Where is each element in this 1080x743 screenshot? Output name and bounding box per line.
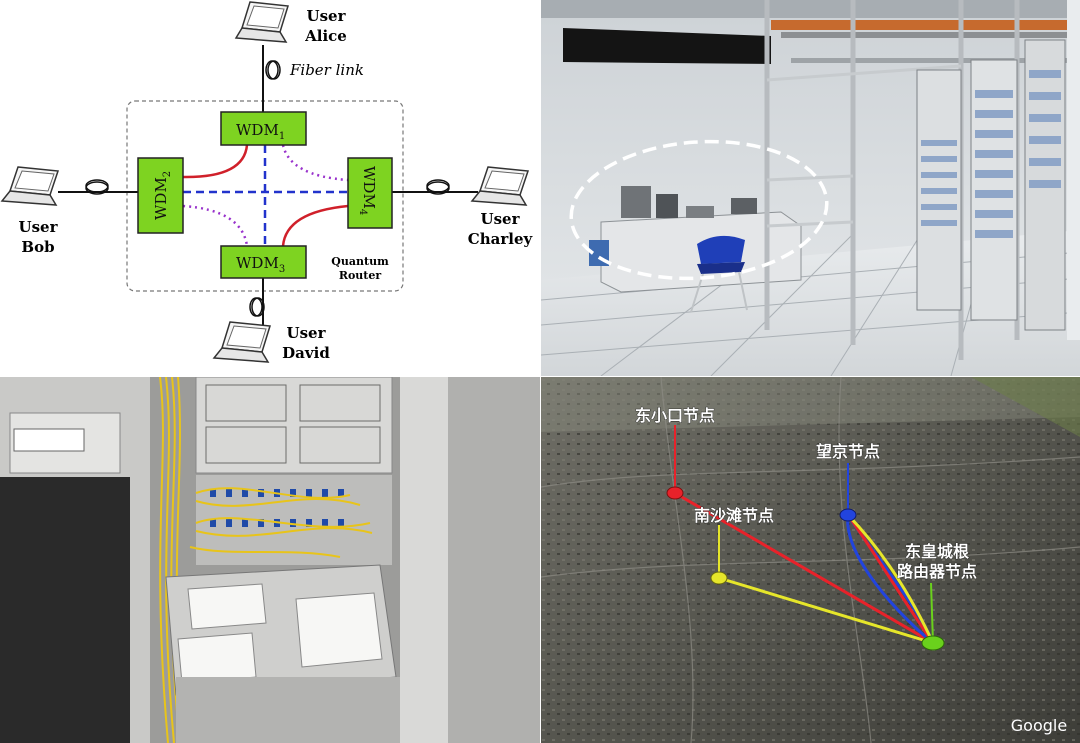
link-dongxiaokou-router — [674, 491, 934, 645]
user-alice-line2: Alice — [304, 27, 347, 45]
red-link-bottom-right — [281, 204, 349, 247]
svg-text:WDM2: WDM2 — [152, 171, 173, 220]
user-bob-line2: Bob — [21, 238, 54, 256]
user-charley-line2: Charley — [468, 230, 534, 248]
network-map: 东小口节点 望京节点 南沙滩节点 东皇城根 路由器节点 Google — [541, 377, 1080, 743]
svg-text:WDM1: WDM1 — [236, 121, 285, 142]
wall-projector-screen — [563, 28, 771, 64]
router-rack-photo — [0, 377, 540, 743]
svg-text:WDM3: WDM3 — [236, 254, 285, 275]
user-alice-line1: User — [307, 7, 347, 25]
lab-room-illustration — [541, 0, 1080, 376]
highlight-dashed-ellipse — [569, 139, 829, 281]
wdm-4: WDM4 — [347, 157, 393, 229]
label-dongxiaokou: 东小口节点 — [635, 406, 715, 425]
laptop-icon-alice — [234, 1, 289, 43]
wdm-3: WDM3 — [220, 245, 307, 279]
switch-panel — [13, 428, 85, 452]
instrument-4 — [731, 198, 757, 214]
laptop-icon-david — [212, 321, 271, 363]
patch-panel-top — [195, 377, 393, 474]
user-david-line2: David — [282, 344, 330, 362]
router-boundary — [126, 100, 404, 292]
fiber-coil-david — [249, 297, 265, 317]
wdm-2: WDM2 — [137, 157, 184, 234]
user-charley-line1: User — [481, 210, 521, 228]
fiber-coil-bob — [85, 179, 109, 195]
instrument-3 — [686, 206, 714, 218]
user-david-line1: User — [287, 324, 327, 342]
wdm-1: WDM1 — [220, 111, 307, 146]
lab-room-photo — [541, 0, 1080, 376]
label-nanshatan: 南沙滩节点 — [694, 506, 774, 525]
yellow-fiber-cables — [159, 377, 373, 743]
network-map-canvas: 东小口节点 望京节点 南沙滩节点 东皇城根 路由器节点 Google — [541, 377, 1080, 743]
node-marker-router — [921, 635, 945, 651]
rack-door — [400, 377, 448, 743]
laptop-icon-charley — [470, 166, 530, 206]
cable-tray-orange — [771, 20, 1080, 30]
node-marker-wangjing — [839, 508, 857, 522]
leader-router — [930, 582, 934, 644]
links-wangjing-router — [846, 513, 935, 645]
instrument-1 — [621, 186, 651, 218]
purple-link-bottom-left — [182, 204, 249, 247]
laptop-icon-bob — [0, 166, 60, 206]
link-nanshatan-router — [718, 576, 934, 645]
label-router-line2: 路由器节点 — [897, 562, 977, 581]
svg-text:WDM4: WDM4 — [357, 166, 378, 215]
instrument-2 — [656, 194, 678, 218]
label-wangjing: 望京节点 — [816, 442, 880, 461]
diagram-canvas: WDM1 WDM3 WDM2 WDM4 User Alice User Bob … — [0, 1, 534, 363]
quantum-router-label-line1: Quantum — [331, 255, 389, 268]
fiber-link-label: Fiber link — [289, 61, 364, 79]
quantum-router-diagram: WDM1 WDM3 WDM2 WDM4 User Alice User Bob … — [0, 0, 540, 376]
server-racks — [916, 0, 1080, 340]
user-bob-line1: User — [19, 218, 59, 236]
fiber-coil-charley — [426, 179, 450, 195]
google-watermark: Google — [1011, 716, 1067, 735]
node-marker-dongxiaokou — [666, 486, 684, 500]
node-marker-nanshatan — [710, 571, 728, 585]
blue-chair — [697, 235, 745, 264]
fiber-coil-alice — [265, 60, 281, 80]
red-link-top-left — [182, 144, 249, 179]
purple-link-top-right — [281, 144, 349, 182]
label-router-line1: 东皇城根 — [905, 542, 969, 561]
router-rack-illustration — [0, 377, 540, 743]
quantum-router-label-line2: Router — [339, 269, 382, 282]
